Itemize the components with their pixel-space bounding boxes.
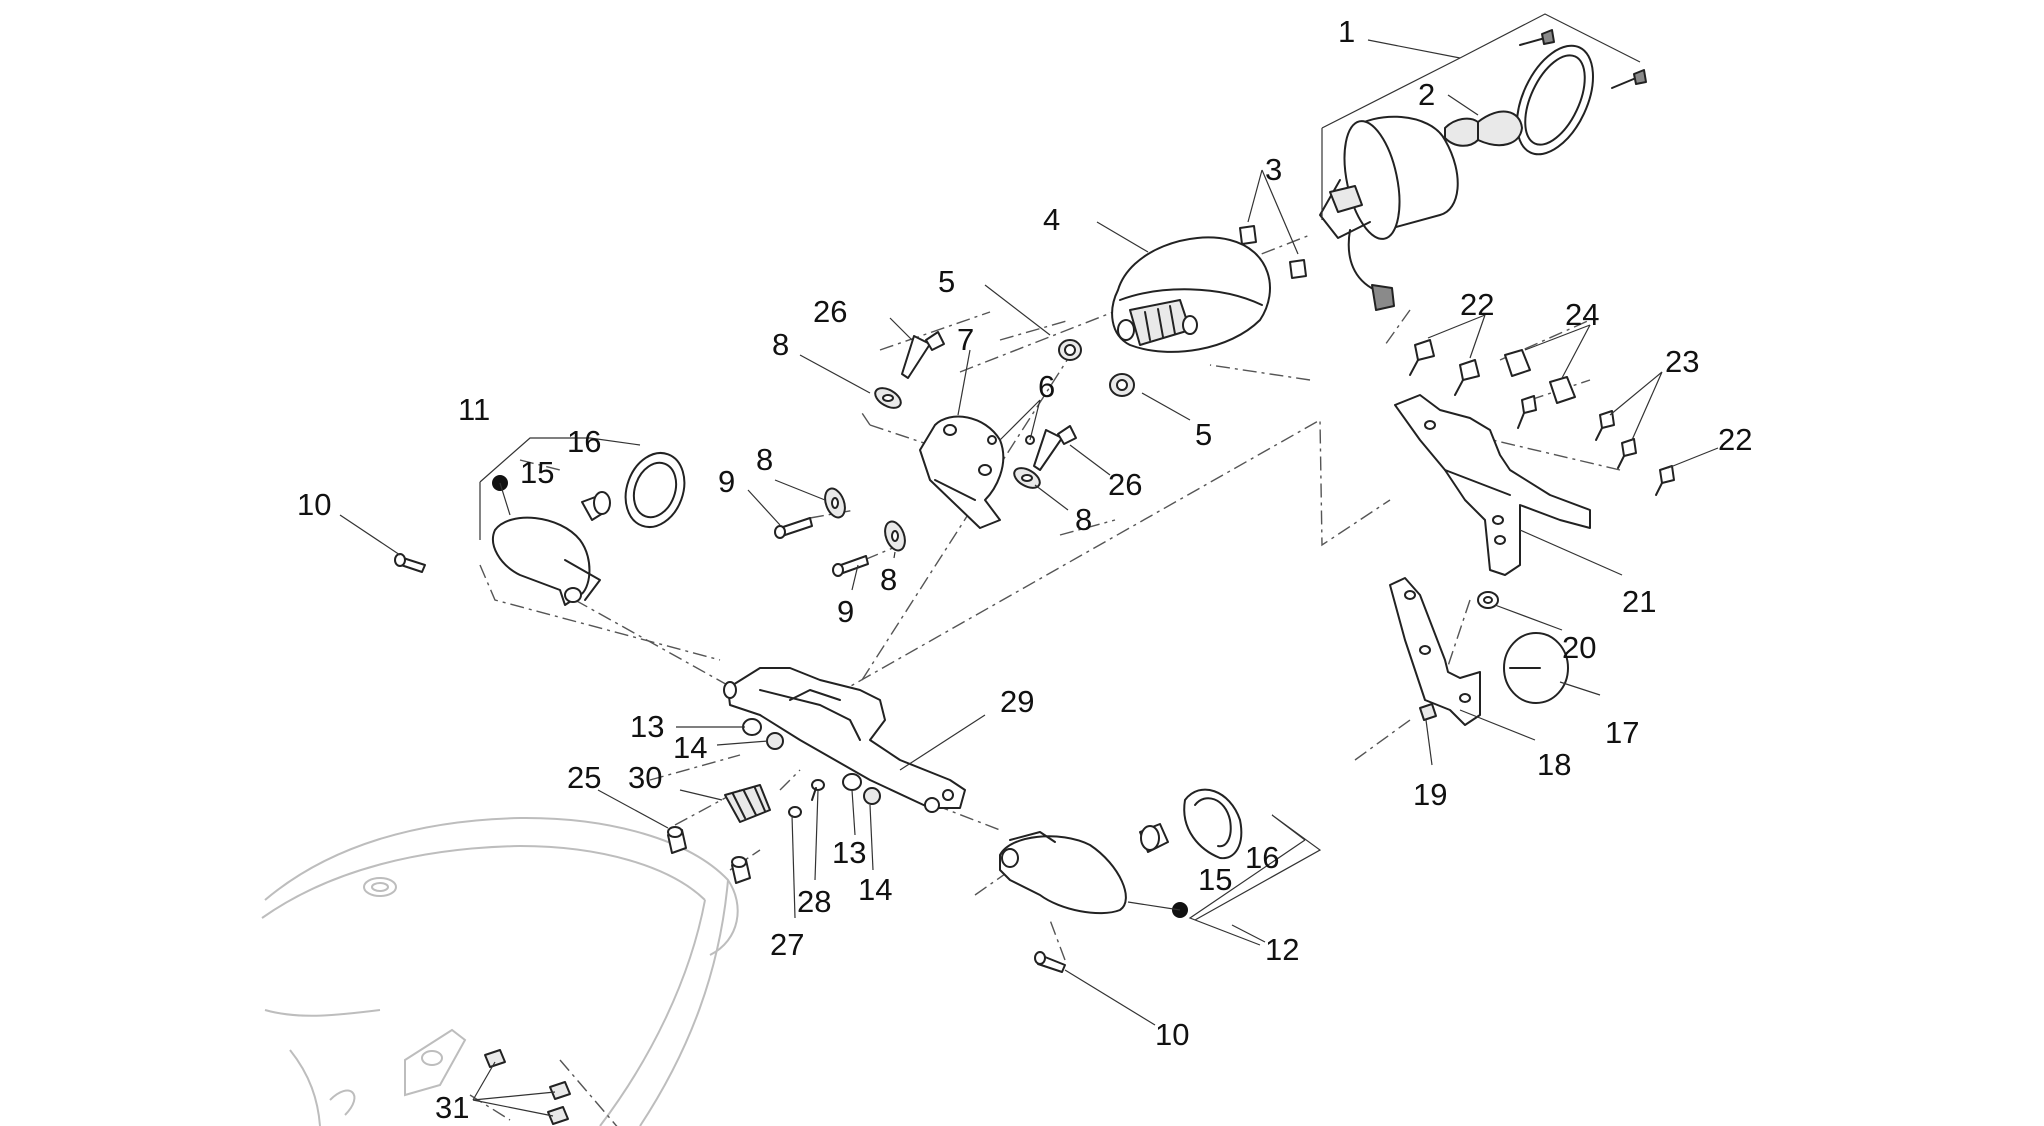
callout-label: 29 [1000, 684, 1034, 719]
callout-label: 5 [938, 264, 955, 299]
callout-label: 15 [520, 455, 554, 490]
short-bolts [774, 517, 869, 577]
left-indicator [479, 437, 686, 606]
callout-label: 3 [1265, 152, 1282, 187]
callout-label: 9 [837, 594, 854, 629]
callout-label: 5 [1195, 417, 1212, 452]
callout-label: 19 [1413, 777, 1447, 812]
spacers [742, 718, 881, 805]
grommets [1058, 339, 1135, 397]
lamp-bracket [919, 415, 1005, 529]
left-indicator-bolt [394, 553, 426, 573]
right-indicator-bolt [1034, 951, 1066, 973]
callout-label: 18 [1537, 747, 1571, 782]
callout-label: 4 [1043, 202, 1060, 237]
callout-label: 8 [756, 442, 773, 477]
callout-label: 2 [1418, 77, 1435, 112]
callout-label: 22 [1718, 422, 1752, 457]
callout-label: 25 [567, 760, 601, 795]
clips [1239, 169, 1307, 279]
lamp-housing [1111, 236, 1271, 353]
callout-label: 22 [1460, 287, 1494, 322]
callout-label: 14 [673, 730, 707, 765]
callout-label: 17 [1605, 715, 1639, 750]
leader-lines [339, 39, 1719, 1117]
callout-label: 15 [1198, 862, 1232, 897]
callout-label: 21 [1622, 584, 1656, 619]
callout-label: 7 [957, 322, 974, 357]
fender-nuts [484, 1049, 571, 1125]
callout-label: 10 [297, 487, 331, 522]
side-plate-bracket [1394, 339, 1675, 576]
washers [824, 387, 1041, 552]
callout-label: 9 [718, 464, 735, 499]
callout-label: 13 [832, 835, 866, 870]
callout-label: 16 [567, 424, 601, 459]
callout-label: 24 [1565, 297, 1599, 332]
callout-label: 11 [458, 392, 490, 427]
callout-label: 10 [1155, 1017, 1189, 1052]
callout-label: 26 [1108, 467, 1142, 502]
callout-label: 8 [880, 562, 897, 597]
callout-label: 26 [813, 294, 847, 329]
callout-label: 27 [770, 927, 804, 962]
callout-label: 31 [435, 1090, 469, 1125]
license-plate-bracket [723, 667, 966, 813]
callout-label: 8 [772, 327, 789, 362]
callout-label: 16 [1245, 840, 1279, 875]
callout-label: 14 [858, 872, 892, 907]
callout-label: 13 [630, 709, 664, 744]
callout-labels: 1 2 3 4 5 5 26 8 7 6 11 16 15 9 8 26 10 … [297, 14, 1752, 1125]
rear-fender [261, 816, 739, 1126]
callout-label: 28 [797, 884, 831, 919]
tail-light-assembly [1319, 13, 1647, 311]
callout-label: 6 [1038, 369, 1055, 404]
long-bolts [901, 331, 1077, 471]
callout-label: 1 [1338, 14, 1355, 49]
callout-label: 12 [1265, 932, 1299, 967]
callout-label: 20 [1562, 630, 1596, 665]
small-fasteners [667, 779, 825, 884]
callout-label: 8 [1075, 502, 1092, 537]
reflector-assembly [1389, 577, 1569, 726]
right-indicator [999, 788, 1322, 946]
callout-label: 30 [628, 760, 662, 795]
callout-label: 23 [1665, 344, 1699, 379]
